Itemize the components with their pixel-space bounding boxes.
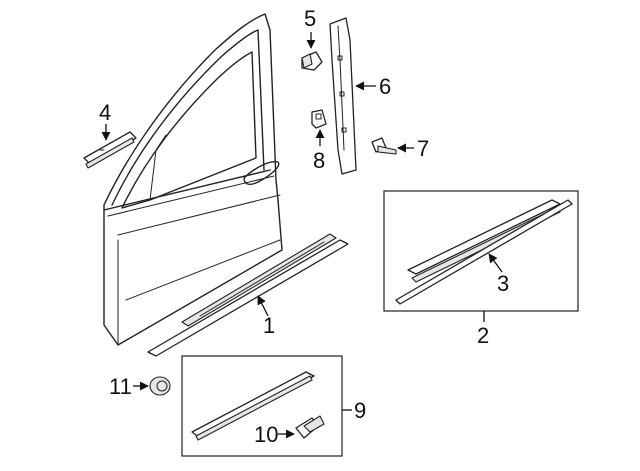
callout-6: 6 [379,74,391,99]
callout-4: 4 [99,100,111,125]
part-8-nut [311,109,327,129]
part-11-grommet [149,376,171,396]
front-door-shell [103,13,283,346]
part-1-lower-molding [147,233,349,357]
callout-8: 8 [313,148,325,173]
part-4-belt-trim [83,131,137,169]
callout-1: 1 [263,313,275,338]
callout-7: 7 [417,136,429,161]
part-6-pillar-molding [329,17,357,175]
part-7-screw [371,137,397,155]
leader-3 [488,253,503,273]
callout-9: 9 [354,398,366,423]
callout-11: 11 [109,374,132,399]
callout-10: 10 [254,422,278,447]
part-9-assembly-box [181,355,343,457]
leader-1 [257,295,269,317]
part-5-clip [301,51,323,71]
callout-2: 2 [477,323,489,348]
part-2-assembly-box [383,190,579,312]
callout-5: 5 [304,6,316,31]
callout-3: 3 [497,271,509,296]
